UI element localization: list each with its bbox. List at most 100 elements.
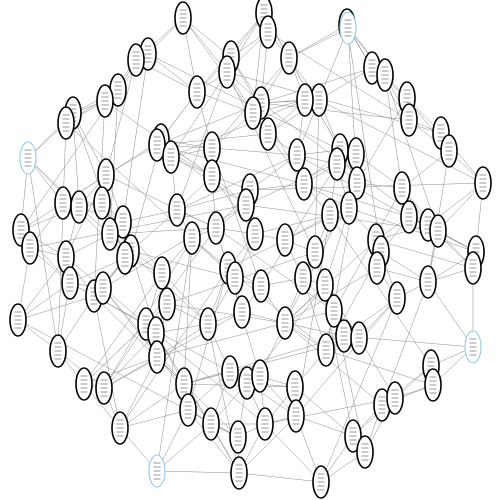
node-label-glyphs: [330, 302, 338, 304]
node-label-glyphs: [66, 278, 74, 280]
node-label-glyphs: [153, 152, 161, 154]
graph-edge: [17, 256, 67, 321]
node-label-glyphs: [445, 158, 453, 160]
graph-node: [127, 43, 145, 77]
node-label-glyphs: [281, 314, 289, 316]
node-label-glyphs: [292, 411, 300, 413]
node-label-glyphs: [121, 253, 129, 255]
node-label-glyphs: [193, 99, 201, 101]
graph-edge: [249, 182, 484, 191]
graph-edge: [156, 102, 262, 146]
node-label-glyphs: [102, 170, 110, 172]
node-label-glyphs: [227, 48, 235, 50]
node-label-glyphs: [75, 214, 83, 216]
node-label-glyphs: [381, 78, 389, 80]
node-label-glyphs: [184, 417, 192, 419]
node-label-glyphs: [152, 324, 160, 326]
node-label-glyphs: [243, 390, 251, 392]
graph-node: [259, 117, 277, 151]
node-label-glyphs: [132, 67, 140, 69]
node-label-glyphs: [235, 472, 243, 474]
node-label-glyphs: [153, 462, 161, 464]
graph-edge: [314, 99, 320, 253]
graph-node: [96, 84, 114, 118]
node-label-glyphs: [353, 182, 361, 184]
node-label-glyphs: [368, 59, 376, 61]
node-label-glyphs: [260, 12, 268, 14]
node-label-glyphs: [355, 341, 363, 343]
node-label-glyphs: [242, 196, 250, 198]
node-label-glyphs: [208, 143, 216, 145]
node-label-glyphs: [153, 348, 161, 350]
node-label-glyphs: [208, 167, 216, 169]
node-label-glyphs: [121, 249, 129, 251]
node-label-glyphs: [180, 391, 188, 393]
node-label-glyphs: [231, 269, 239, 271]
graph-node: [230, 456, 248, 490]
node-label-glyphs: [180, 375, 188, 377]
node-label-glyphs: [353, 174, 361, 176]
graph-node: [203, 159, 221, 193]
node-label-glyphs: [204, 319, 212, 321]
node-label-glyphs: [180, 387, 188, 389]
node-label-glyphs: [264, 23, 272, 25]
node-label-glyphs: [235, 464, 243, 466]
node-label-glyphs: [469, 271, 477, 273]
node-label-glyphs: [80, 391, 88, 393]
node-label-glyphs: [281, 318, 289, 320]
graph-edge: [103, 356, 158, 389]
node-label-glyphs: [321, 276, 329, 278]
graph-node-highlighted: [339, 11, 357, 45]
node-label-glyphs: [301, 99, 309, 101]
node-label-glyphs: [293, 150, 301, 152]
node-label-glyphs: [102, 174, 110, 176]
node-label-glyphs: [317, 489, 325, 491]
node-label-glyphs: [315, 107, 323, 109]
node-label-glyphs: [373, 275, 381, 277]
node-label-glyphs: [293, 154, 301, 156]
node-label-glyphs: [424, 281, 432, 283]
graph-edge: [122, 209, 178, 223]
graph-node: [296, 83, 314, 117]
graph-node: [393, 171, 411, 205]
node-label-glyphs: [153, 356, 161, 358]
graph-edge: [156, 423, 212, 472]
node-label-glyphs: [264, 141, 272, 143]
node-label-glyphs: [246, 181, 254, 183]
node-label-glyphs: [317, 477, 325, 479]
graph-edge: [284, 322, 345, 337]
node-label-glyphs: [378, 400, 386, 402]
node-label-glyphs: [121, 257, 129, 259]
node-label-glyphs: [152, 336, 160, 338]
node-label-glyphs: [349, 443, 357, 445]
node-label-glyphs: [403, 93, 411, 95]
graph-node: [252, 269, 270, 303]
node-label-glyphs: [291, 386, 299, 388]
node-label-glyphs: [173, 217, 181, 219]
node-label-glyphs: [345, 207, 353, 209]
node-label-glyphs: [179, 13, 187, 15]
node-label-glyphs: [62, 122, 70, 124]
node-label-glyphs: [144, 45, 152, 47]
node-label-glyphs: [208, 139, 216, 141]
graph-edge: [294, 386, 354, 437]
node-label-glyphs: [261, 427, 269, 429]
node-label-glyphs: [98, 202, 106, 204]
graph-edge: [119, 409, 189, 429]
node-label-glyphs: [238, 315, 246, 317]
node-label-glyphs: [99, 287, 107, 289]
node-label-glyphs: [437, 124, 445, 126]
node-label-glyphs: [264, 129, 272, 131]
graph-node: [388, 281, 406, 315]
node-label-glyphs: [405, 224, 413, 226]
node-label-glyphs: [188, 229, 196, 231]
node-label-glyphs: [264, 31, 272, 33]
graph-node: [321, 198, 339, 232]
node-label-glyphs: [445, 154, 453, 156]
graph-edge: [318, 99, 484, 184]
node-label-glyphs: [69, 108, 77, 110]
node-label-glyphs: [242, 204, 250, 206]
graph-edge: [166, 303, 286, 324]
node-label-glyphs: [322, 349, 330, 351]
graph-node: [340, 191, 358, 225]
